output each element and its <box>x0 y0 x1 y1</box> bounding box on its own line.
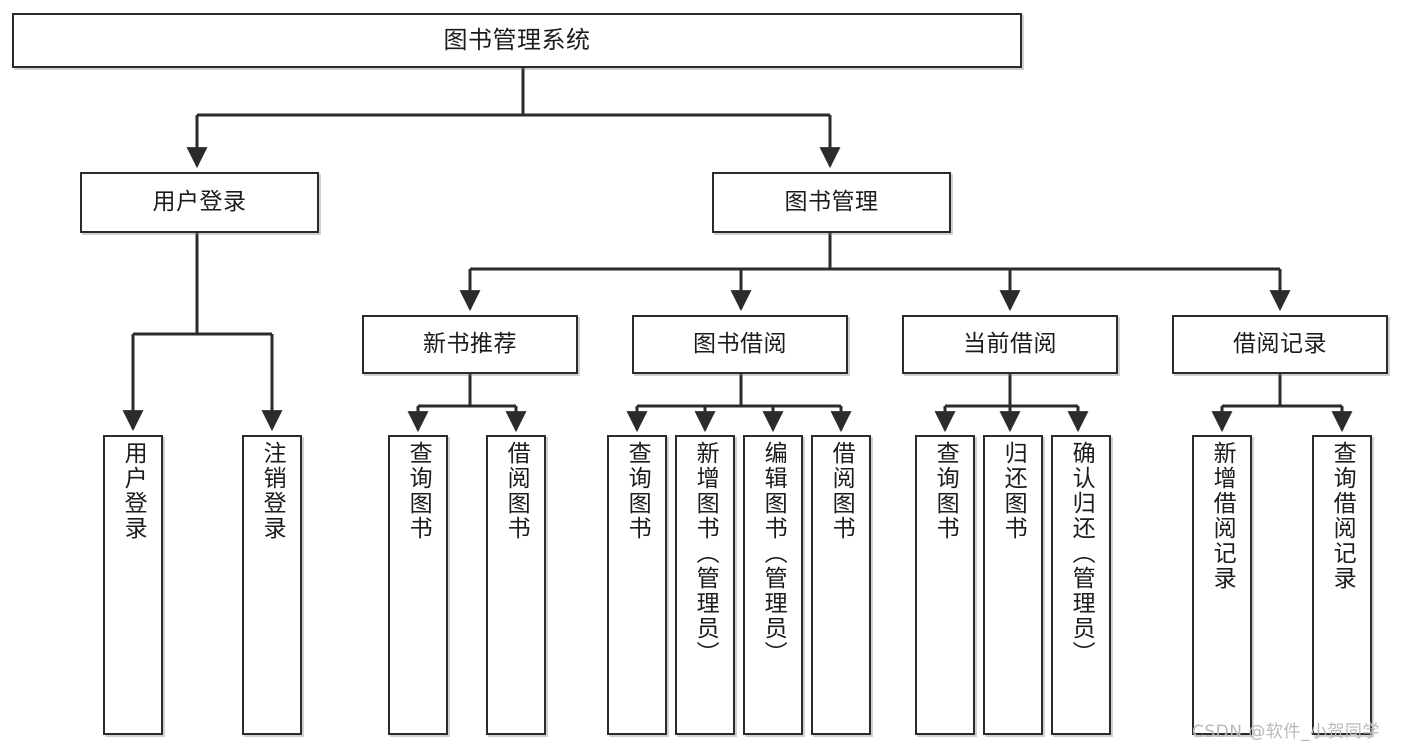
leaf-edit-book[interactable]: 编辑图书（管理员） <box>743 435 803 735</box>
leaf-query-book-borrow-label: 查询图书 <box>624 441 651 541</box>
leaf-return-book-label: 归还图书 <box>1000 441 1027 541</box>
leaf-query-book-current-label: 查询图书 <box>932 441 959 541</box>
node-root-label: 图书管理系统 <box>443 26 591 55</box>
node-new-book-recommend-label: 新书推荐 <box>423 330 517 357</box>
node-new-book-recommend[interactable]: 新书推荐 <box>362 315 578 374</box>
csdn-watermark: CSDN @软件_小贺同学 <box>1192 722 1380 742</box>
leaf-add-borrow-record-label: 新增借阅记录 <box>1209 441 1236 591</box>
leaf-borrow-book-new-label: 借阅图书 <box>503 441 530 541</box>
node-root[interactable]: 图书管理系统 <box>12 13 1022 68</box>
leaf-return-book[interactable]: 归还图书 <box>983 435 1043 735</box>
leaf-query-book-borrow[interactable]: 查询图书 <box>607 435 667 735</box>
leaf-user-login[interactable]: 用户登录 <box>103 435 163 735</box>
leaf-logout[interactable]: 注销登录 <box>242 435 302 735</box>
leaf-query-book-current[interactable]: 查询图书 <box>915 435 975 735</box>
node-borrow-record-label: 借阅记录 <box>1233 330 1327 357</box>
node-book-borrow-label: 图书借阅 <box>693 330 787 357</box>
node-book-manage[interactable]: 图书管理 <box>712 172 951 233</box>
node-book-borrow[interactable]: 图书借阅 <box>632 315 848 374</box>
node-current-borrow[interactable]: 当前借阅 <box>902 315 1118 374</box>
leaf-query-borrow-record[interactable]: 查询借阅记录 <box>1312 435 1372 735</box>
node-current-borrow-label: 当前借阅 <box>963 330 1057 357</box>
leaf-borrow-book-new[interactable]: 借阅图书 <box>486 435 546 735</box>
leaf-confirm-return-label: 确认归还（管理员） <box>1068 441 1095 666</box>
leaf-add-borrow-record[interactable]: 新增借阅记录 <box>1192 435 1252 735</box>
node-user-login-label: 用户登录 <box>152 188 247 215</box>
leaf-logout-label: 注销登录 <box>259 441 286 541</box>
node-user-login[interactable]: 用户登录 <box>80 172 319 233</box>
node-borrow-record[interactable]: 借阅记录 <box>1172 315 1388 374</box>
leaf-confirm-return[interactable]: 确认归还（管理员） <box>1051 435 1111 735</box>
leaf-add-book[interactable]: 新增图书（管理员） <box>675 435 735 735</box>
leaf-user-login-label: 用户登录 <box>120 441 147 541</box>
leaf-edit-book-label: 编辑图书（管理员） <box>760 441 787 666</box>
leaf-query-borrow-record-label: 查询借阅记录 <box>1329 441 1356 591</box>
leaf-query-book-new-label: 查询图书 <box>405 441 432 541</box>
leaf-borrow-book[interactable]: 借阅图书 <box>811 435 871 735</box>
leaf-query-book-new[interactable]: 查询图书 <box>388 435 448 735</box>
leaf-add-book-label: 新增图书（管理员） <box>692 441 719 666</box>
leaf-borrow-book-label: 借阅图书 <box>828 441 855 541</box>
node-book-manage-label: 图书管理 <box>784 188 879 215</box>
